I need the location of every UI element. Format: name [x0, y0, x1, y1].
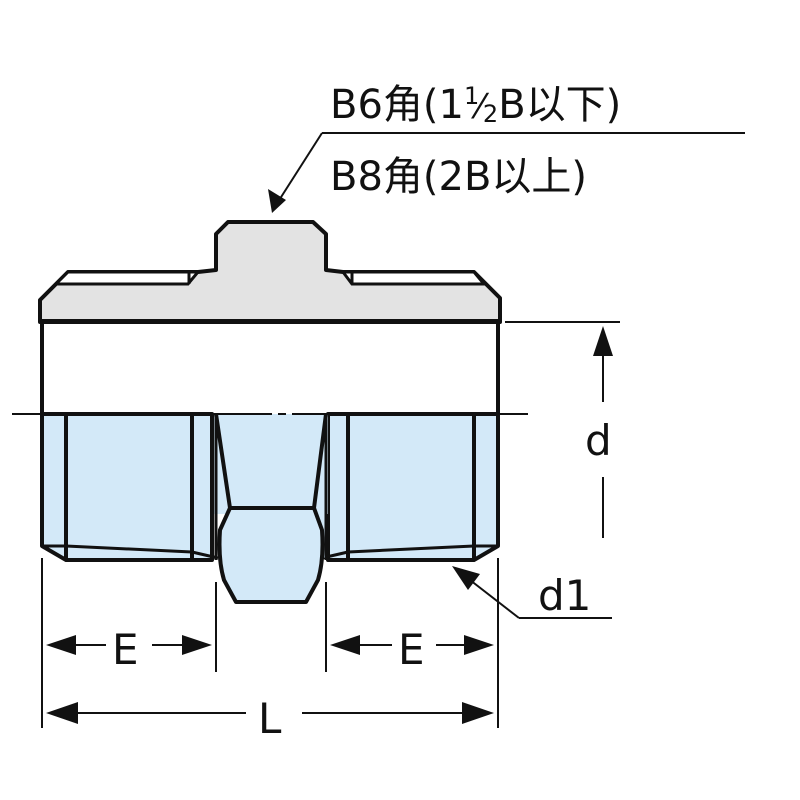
dimension-l: L [46, 694, 494, 743]
arrow-left-icon [330, 635, 360, 655]
callout-arrow-icon [268, 189, 286, 213]
callout-line-2: B8角(2B以上) [330, 154, 587, 200]
thread-strip-right [340, 270, 488, 286]
label-d: d [585, 416, 612, 465]
arrow-right-icon [464, 635, 494, 655]
hex-nut-face [217, 506, 325, 604]
arrow-up-icon [593, 326, 613, 356]
arrow-d1-icon [452, 566, 480, 590]
extension-lines [41, 558, 499, 728]
dimension-e-right: E [330, 625, 494, 674]
label-e-left: E [112, 625, 139, 674]
arrow-left-icon [46, 635, 76, 655]
thread-strip-left [52, 270, 202, 286]
label-l: L [258, 694, 282, 743]
dimension-e-left: E [46, 625, 212, 674]
dimension-d: d [505, 321, 620, 538]
arrow-right-icon [182, 635, 212, 655]
dimension-d1: d1 [452, 566, 612, 620]
fitting-upper-section [38, 220, 502, 325]
callout-label: B6角(11⁄2B以下) B8角(2B以上) [268, 82, 745, 213]
label-e-right: E [398, 625, 425, 674]
label-d1: d1 [538, 571, 591, 620]
hex-profile [38, 220, 502, 324]
arrow-left-icon [46, 702, 78, 724]
callout-leader-line [275, 132, 323, 206]
fitting-lower-section [40, 412, 500, 604]
arrow-right-icon [462, 702, 494, 724]
callout-line-1: B6角(11⁄2B以下) [330, 82, 621, 128]
